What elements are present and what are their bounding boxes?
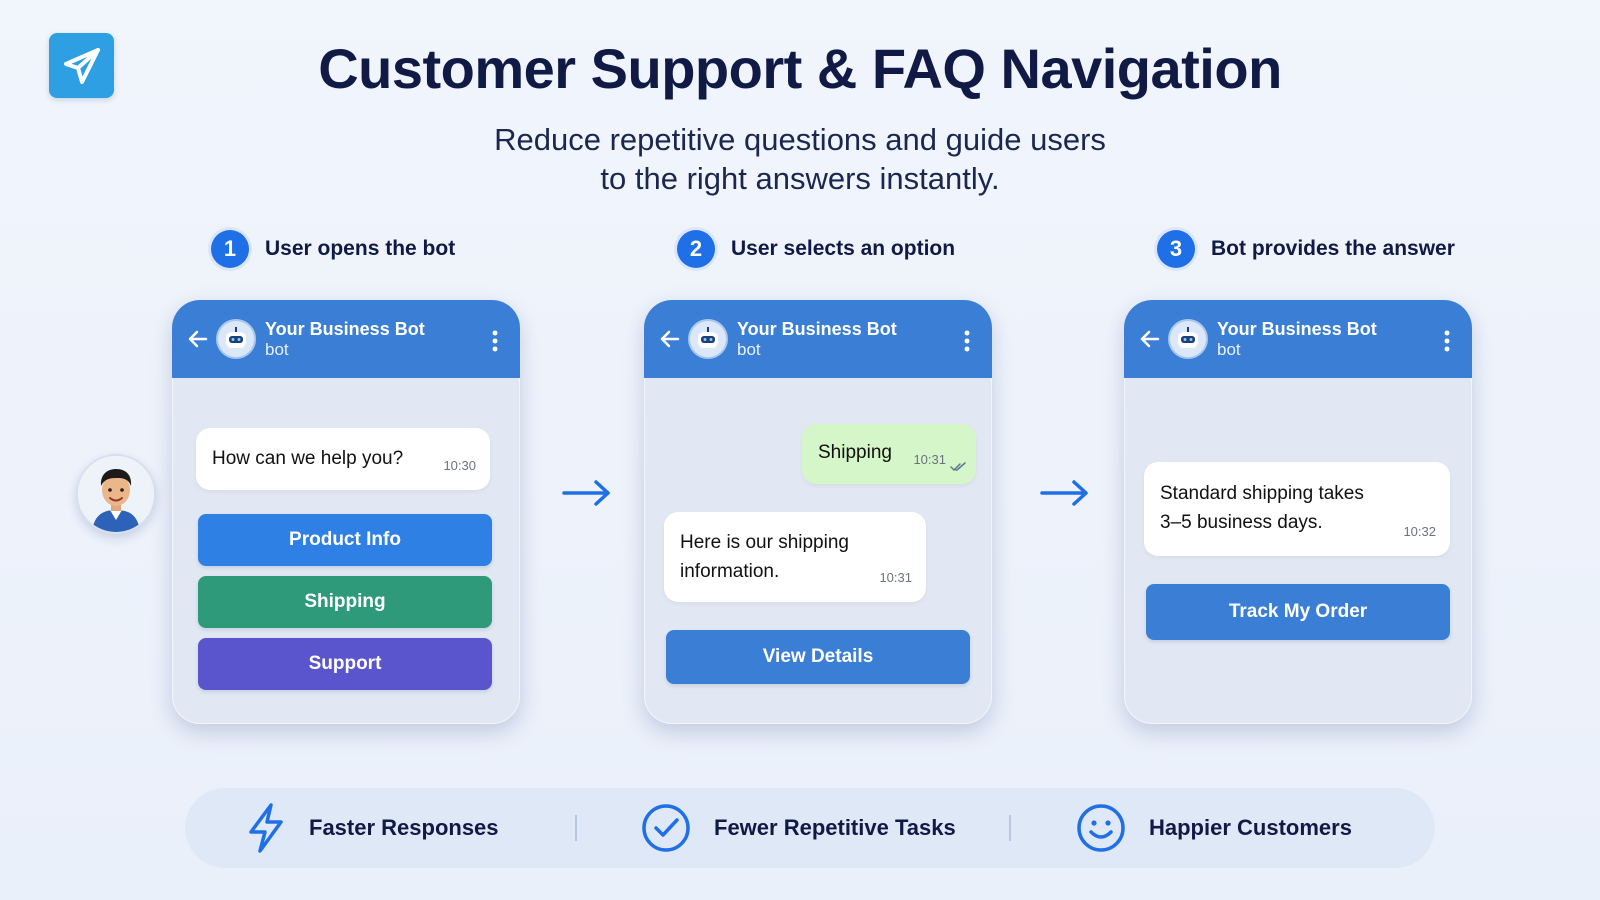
chat-header: Your Business Bot bot: [1124, 300, 1472, 378]
benefit-happier-customers: Happier Customers: [1075, 788, 1352, 868]
shipping-button[interactable]: Shipping: [198, 576, 492, 628]
chat-header: Your Business Bot bot: [644, 300, 992, 378]
user-avatar: [76, 454, 156, 534]
page-title: Customer Support & FAQ Navigation: [318, 37, 1282, 100]
message-time: 10:30: [443, 458, 476, 473]
bot-status: bot: [1217, 340, 1241, 359]
double-check-icon: [950, 462, 966, 472]
bot-message: Here is our shipping information. 10:31: [664, 512, 926, 602]
divider: [1009, 815, 1011, 841]
phone-step-3: Your Business Bot bot Standard shipping …: [1124, 300, 1472, 724]
step-2: 2 User selects an option: [677, 230, 955, 268]
user-message: Shipping 10:31: [802, 424, 976, 484]
bot-message: Standard shipping takes 3–5 business day…: [1144, 462, 1450, 556]
benefit-label: Happier Customers: [1149, 815, 1352, 840]
user-message-text: Shipping: [818, 442, 892, 463]
message-time: 10:31: [913, 452, 946, 467]
step-3-label: Bot provides the answer: [1211, 237, 1455, 260]
benefits-bar: Faster Responses Fewer Repetitive Tasks …: [185, 788, 1435, 868]
step-2-label: User selects an option: [731, 237, 956, 260]
benefit-label: Faster Responses: [309, 815, 499, 840]
robot-icon: [698, 327, 718, 348]
subtitle-line-1: Reduce repetitive questions and guide us…: [494, 122, 1106, 157]
smiley-icon: [1077, 804, 1125, 852]
message-time: 10:31: [879, 570, 912, 585]
back-arrow-icon[interactable]: [186, 327, 210, 351]
bot-avatar: [1168, 319, 1208, 359]
bot-message-line-1: Here is our shipping: [680, 532, 849, 553]
app-logo: [49, 33, 114, 98]
step-3: 3 Bot provides the answer: [1157, 230, 1455, 268]
lightning-icon: [249, 803, 283, 853]
robot-icon: [1178, 327, 1198, 348]
step-2-number: 2: [677, 230, 715, 268]
step-1-label: User opens the bot: [265, 237, 456, 260]
bot-name: Your Business Bot: [265, 319, 425, 339]
bot-avatar: [688, 319, 728, 359]
bot-message-line-2: 3–5 business days.: [1160, 512, 1323, 533]
benefit-fewer-repetitive-tasks: Fewer Repetitive Tasks: [640, 788, 956, 868]
bot-message-line-2: information.: [680, 561, 780, 582]
bot-status: bot: [265, 340, 289, 359]
bot-status: bot: [737, 340, 761, 359]
back-arrow-icon[interactable]: [1138, 327, 1162, 351]
step-1: 1 User opens the bot: [211, 230, 455, 268]
paper-plane-icon: [63, 47, 100, 84]
bot-message-text: How can we help you?: [212, 448, 404, 469]
support-button[interactable]: Support: [198, 638, 492, 690]
phone-step-2: Your Business Bot bot Shipping 10:31 Her…: [644, 300, 992, 724]
subtitle-line-2: to the right answers instantly.: [600, 161, 1000, 196]
more-options-icon[interactable]: [492, 330, 498, 352]
bot-avatar: [216, 319, 256, 359]
step-1-number: 1: [211, 230, 249, 268]
bot-name: Your Business Bot: [1217, 319, 1377, 339]
back-arrow-icon[interactable]: [658, 327, 682, 351]
more-options-icon[interactable]: [964, 330, 970, 352]
page-subtitle: Reduce repetitive questions and guide us…: [0, 120, 1600, 198]
phone-step-1: Your Business Bot bot How can we help yo…: [172, 300, 520, 724]
bot-info: Your Business Bot bot: [265, 318, 425, 360]
more-options-icon[interactable]: [1444, 330, 1450, 352]
chat-header: Your Business Bot bot: [172, 300, 520, 378]
bot-message: How can we help you? 10:30: [196, 428, 490, 490]
benefit-label: Fewer Repetitive Tasks: [714, 815, 956, 840]
bot-name: Your Business Bot: [737, 319, 897, 339]
flow-arrow-icon: [1040, 480, 1088, 506]
robot-icon: [226, 327, 246, 348]
benefit-faster-responses: Faster Responses: [245, 788, 499, 868]
product-info-button[interactable]: Product Info: [198, 514, 492, 566]
step-3-number: 3: [1157, 230, 1195, 268]
flow-arrow-icon: [562, 480, 610, 506]
check-circle-icon: [642, 804, 690, 852]
bot-info: Your Business Bot bot: [1217, 318, 1377, 360]
track-my-order-button[interactable]: Track My Order: [1146, 584, 1450, 640]
person-icon: [78, 456, 154, 532]
view-details-button[interactable]: View Details: [666, 630, 970, 684]
bot-message-line-1: Standard shipping takes: [1160, 483, 1364, 504]
bot-info: Your Business Bot bot: [737, 318, 897, 360]
message-time: 10:32: [1403, 524, 1436, 539]
divider: [575, 815, 577, 841]
